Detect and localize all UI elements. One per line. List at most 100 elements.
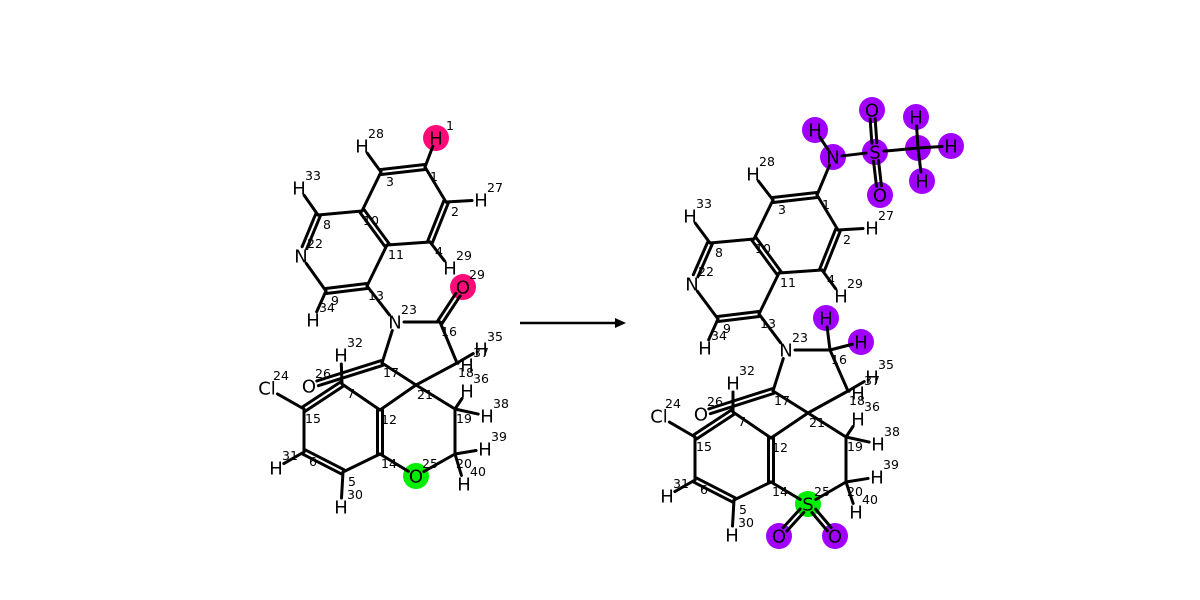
product-atom-number-b37: 37 bbox=[864, 373, 880, 388]
product-atom-number-b2: 2 bbox=[843, 232, 851, 247]
reactant-bond-a10-a3 bbox=[360, 170, 383, 213]
product-highlight-b25 bbox=[795, 491, 821, 517]
product-atom-label-b46: H bbox=[808, 121, 822, 142]
reactant-atom-number-a17: 17 bbox=[383, 365, 399, 380]
product-bond-b18-b21 bbox=[806, 389, 850, 415]
reactant-bond-a8-a22-b bbox=[305, 214, 322, 251]
product-highlight-b49 bbox=[867, 182, 893, 208]
product-bond-b15-b24 bbox=[667, 420, 697, 439]
product-atom-number-b6: 6 bbox=[700, 482, 708, 497]
reactant-bond-a17-a26-a bbox=[315, 359, 383, 383]
product-atom-number-b26: 26 bbox=[707, 394, 723, 409]
product-atom-number-b4: 4 bbox=[827, 272, 835, 287]
product-atom-number-b3: 3 bbox=[778, 202, 786, 217]
reactant-atom-number-a4: 4 bbox=[435, 244, 443, 259]
reaction-arrow bbox=[520, 318, 626, 328]
product-atom-number-b13: 13 bbox=[760, 316, 776, 331]
product-atom-number-b22: 22 bbox=[698, 264, 714, 279]
reactant-atom-number-a19: 19 bbox=[456, 411, 472, 426]
product-bond-b13-b23 bbox=[757, 312, 783, 345]
reactant-bond-a8-a22-a bbox=[300, 212, 318, 249]
reactant-bond-a4-a11 bbox=[385, 240, 432, 247]
product-bond-b19-b38 bbox=[844, 435, 871, 444]
product-atom-label-b30: H bbox=[725, 526, 739, 547]
product-bond-b2-b27 bbox=[836, 227, 865, 232]
product-atom-number-b38: 38 bbox=[884, 424, 900, 439]
reactant-atom-number-a28: 28 bbox=[368, 126, 384, 141]
reactant-bond-a1-a41 bbox=[423, 144, 435, 169]
product-bond-b16-b18 bbox=[828, 348, 850, 393]
product-atom-number-b21: 21 bbox=[809, 415, 825, 430]
product-atom-number-b5: 5 bbox=[739, 502, 747, 517]
reactant-bond-a11-a10-a bbox=[362, 208, 391, 246]
reactant-bond-a21-a12 bbox=[378, 383, 418, 412]
reactant-atom-number-a12: 12 bbox=[381, 412, 397, 427]
reactant-atom-number-a15: 15 bbox=[305, 411, 321, 426]
product-bond-b1-b3-a bbox=[771, 191, 819, 200]
reactant-highlight-a41 bbox=[423, 125, 449, 151]
product-atom-label-b36: H bbox=[851, 410, 865, 431]
product-bond-b47-b49-b bbox=[877, 159, 883, 188]
product-atom-number-b24: 24 bbox=[665, 396, 681, 411]
product-bond-b25-b14 bbox=[769, 480, 802, 501]
product-atom-number-b1: 1 bbox=[822, 197, 830, 212]
product-bond-b25-b41-a bbox=[781, 507, 802, 530]
product-atom-number-b34: 34 bbox=[711, 328, 727, 343]
reactant-bond-a9-a34 bbox=[315, 289, 328, 314]
product-atom-label-b28: H bbox=[746, 165, 760, 186]
product-bond-b2-b4-b bbox=[822, 229, 842, 273]
reactant-atom-number-a21: 21 bbox=[417, 387, 433, 402]
reactant-atom-number-a5: 5 bbox=[348, 474, 356, 489]
reactant-atom-number-a8: 8 bbox=[323, 217, 331, 232]
product-atom-label-b24: Cl bbox=[650, 407, 668, 428]
reactant-bond-a16-a42-a bbox=[440, 294, 462, 325]
reactant-bond-a9-a13-a bbox=[324, 286, 369, 295]
product-highlight-b48 bbox=[859, 97, 885, 123]
product-bond-b10-b8 bbox=[708, 237, 756, 245]
reactant-atom-number-a2: 2 bbox=[451, 204, 459, 219]
product-bond-b2-b4-a bbox=[818, 227, 838, 271]
reactant-atom-label-a42: O bbox=[456, 278, 470, 299]
product-atom-label-b44: H bbox=[854, 333, 868, 354]
reactant-atom-number-a13: 13 bbox=[368, 288, 384, 303]
reactant-atom-number-a10: 10 bbox=[363, 213, 379, 228]
reactant-atom-number-a20: 20 bbox=[456, 456, 472, 471]
product-bond-b11-b10-a bbox=[754, 236, 783, 274]
product-atom-number-b11: 11 bbox=[780, 275, 796, 290]
reactant-atom-number-a27: 27 bbox=[487, 180, 503, 195]
reactant-atom-number-a34: 34 bbox=[319, 300, 335, 315]
product-atom-number-b40: 40 bbox=[862, 492, 878, 507]
reactant-bond-a13-a23 bbox=[365, 284, 391, 317]
reactant-bond-a5-a30 bbox=[340, 470, 345, 500]
reactant-bond-a25-a14 bbox=[378, 452, 410, 473]
reactant-atom-label-a30: H bbox=[334, 498, 348, 519]
product-bond-b5-b30 bbox=[731, 498, 736, 528]
product-atom-label-b47: S bbox=[869, 143, 880, 164]
product-bond-b12-b7 bbox=[731, 410, 773, 440]
product-bond-b11-b10-b bbox=[750, 238, 779, 276]
reactant-bond-a6-a31 bbox=[282, 450, 306, 466]
product-bond-b16-b43 bbox=[825, 325, 832, 352]
product-bond-b23-b17 bbox=[771, 357, 785, 393]
reactant-bond-a16-a18 bbox=[438, 320, 459, 365]
reactant-atom-label-a28: H bbox=[355, 137, 369, 158]
product-atom-number-b39: 39 bbox=[883, 457, 899, 472]
product-bond-b8-b22-a bbox=[691, 240, 710, 277]
reactant-bond-a7-a15-a bbox=[301, 380, 343, 409]
product-atom-number-b32: 32 bbox=[739, 363, 755, 378]
product-bond-b1-b3-b bbox=[771, 195, 819, 204]
reactant-atom-number-a42: 29 bbox=[469, 267, 485, 282]
product-bond-b20-b25 bbox=[814, 480, 848, 501]
reactant-atom-number-a16: 16 bbox=[441, 324, 457, 339]
product-bond-b21-b12 bbox=[769, 411, 810, 440]
product-atom-number-b29: 29 bbox=[847, 276, 863, 291]
reactant-atom-label-a29: H bbox=[443, 259, 457, 280]
product-atom-label-b27: H bbox=[865, 219, 879, 240]
product-bond-b9-b13-b bbox=[716, 310, 761, 319]
reactant-bond-a2-a27 bbox=[444, 199, 474, 204]
reactant-bond-a10-a8 bbox=[316, 209, 364, 217]
product-atom-label-b53: H bbox=[915, 172, 929, 193]
reactant-bond-a20-a40 bbox=[453, 452, 463, 477]
product-bond-b8-b33 bbox=[693, 221, 712, 245]
product-bond-b47-b48-a bbox=[873, 117, 879, 145]
